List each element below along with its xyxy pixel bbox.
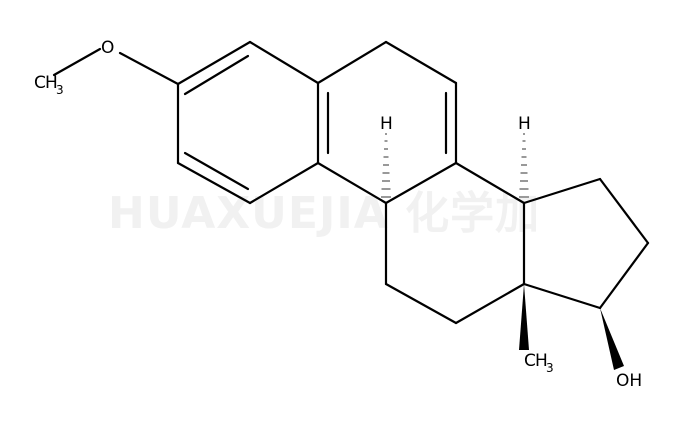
bond-c9-c10 [316,161,388,205]
methyl-c13-subscript: 3 [546,361,554,375]
bond-c5-c6 [316,40,388,85]
bond-c10-c1 [248,161,320,205]
hydrogen-c14-label: H [518,114,531,134]
bond-c12-c11 [384,282,458,325]
bond-c15-c16 [598,177,650,245]
bond-group [52,40,650,325]
solid-wedge-c13-methyl [519,284,529,350]
bond-c8-c9 [384,161,458,205]
bond-c1-c2 [176,161,252,205]
bond-c17-c13 [522,282,602,310]
bond-c3-c4 [176,40,252,86]
solid-wedge-c17-oh [600,308,624,370]
bond-c3-c4-inner [183,54,250,96]
methyl-c13-h: H [535,351,548,371]
bond-c4-c5 [248,40,320,85]
watermark-text: HUAXUEJIA 化学加 [108,188,540,239]
methyl-left-h: H [45,73,58,93]
hashed-wedge-c14-h [519,133,529,198]
bond-ch3-o [52,47,102,77]
bond-c6-c7 [384,40,458,85]
bond-c1-c2-inner [183,151,250,191]
methyl-left-c: C [34,73,46,93]
hydrogen-c9-label: H [380,114,393,134]
bond-c14-c15 [522,177,602,205]
hydroxyl-label: OH [616,371,642,391]
bond-c16-c17 [598,241,650,310]
bond-c13-c12 [454,282,526,325]
bond-c8-c14 [454,161,526,205]
bond-o-c3 [118,51,180,86]
oxygen-label: O [101,38,114,58]
hashed-wedge-c9-h [381,133,391,198]
methyl-left-subscript: 3 [56,83,64,97]
methyl-c13-c: C [524,351,536,371]
wedge-group [381,133,624,370]
